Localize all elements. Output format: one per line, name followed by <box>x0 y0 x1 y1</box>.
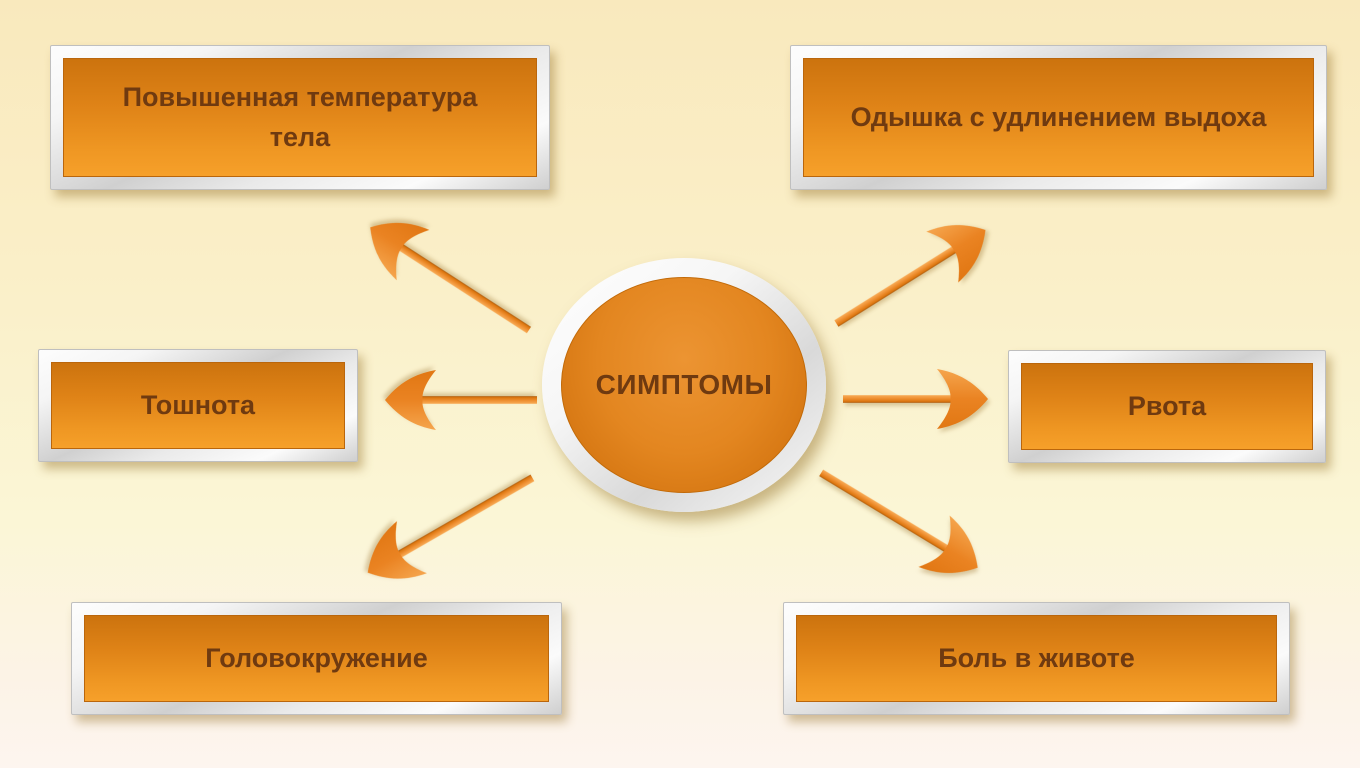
center-circle: СИМПТОМЫ <box>561 277 807 493</box>
center-label: СИМПТОМЫ <box>595 368 773 400</box>
symptom-box-vomiting: Рвота <box>1008 350 1326 463</box>
symptom-box-nausea: Тошнота <box>38 349 358 462</box>
symptom-panel: Рвота <box>1021 363 1313 450</box>
symptom-box-dizziness: Головокружение <box>71 602 562 715</box>
symptom-label: Рвота <box>1127 390 1207 421</box>
arrow-to-bottom-left-box <box>352 474 535 599</box>
symptom-panel: Повышенная температура тела <box>63 58 537 177</box>
arrow-to-mid-right-box <box>843 369 988 429</box>
symptom-panel: Тошнота <box>51 362 345 449</box>
symptom-box-abdominal-pain: Боль в животе <box>783 602 1290 715</box>
arrow-to-top-right-box <box>834 204 1002 327</box>
symptom-label: Головокружение <box>205 642 428 673</box>
symptom-panel: Головокружение <box>84 615 549 702</box>
symptom-panel: Одышка с удлинением выдоха <box>803 58 1314 177</box>
symptom-label: Одышка с удлинением выдоха <box>850 101 1267 132</box>
symptom-panel: Боль в животе <box>796 615 1277 702</box>
symptom-label: Тошнота <box>140 389 256 420</box>
symptom-box-fever: Повышенная температура тела <box>50 45 550 190</box>
symptom-label: Боль в животе <box>938 642 1135 673</box>
symptom-box-dyspnea: Одышка с удлинением выдоха <box>790 45 1327 190</box>
arrow-to-mid-left-box <box>385 370 537 430</box>
symptom-label: Повышенная температура тела <box>122 82 478 152</box>
arrow-to-top-left-box <box>353 202 531 334</box>
center-circle-frame: СИМПТОМЫ <box>542 258 826 512</box>
arrow-to-bottom-right-box <box>819 469 994 594</box>
